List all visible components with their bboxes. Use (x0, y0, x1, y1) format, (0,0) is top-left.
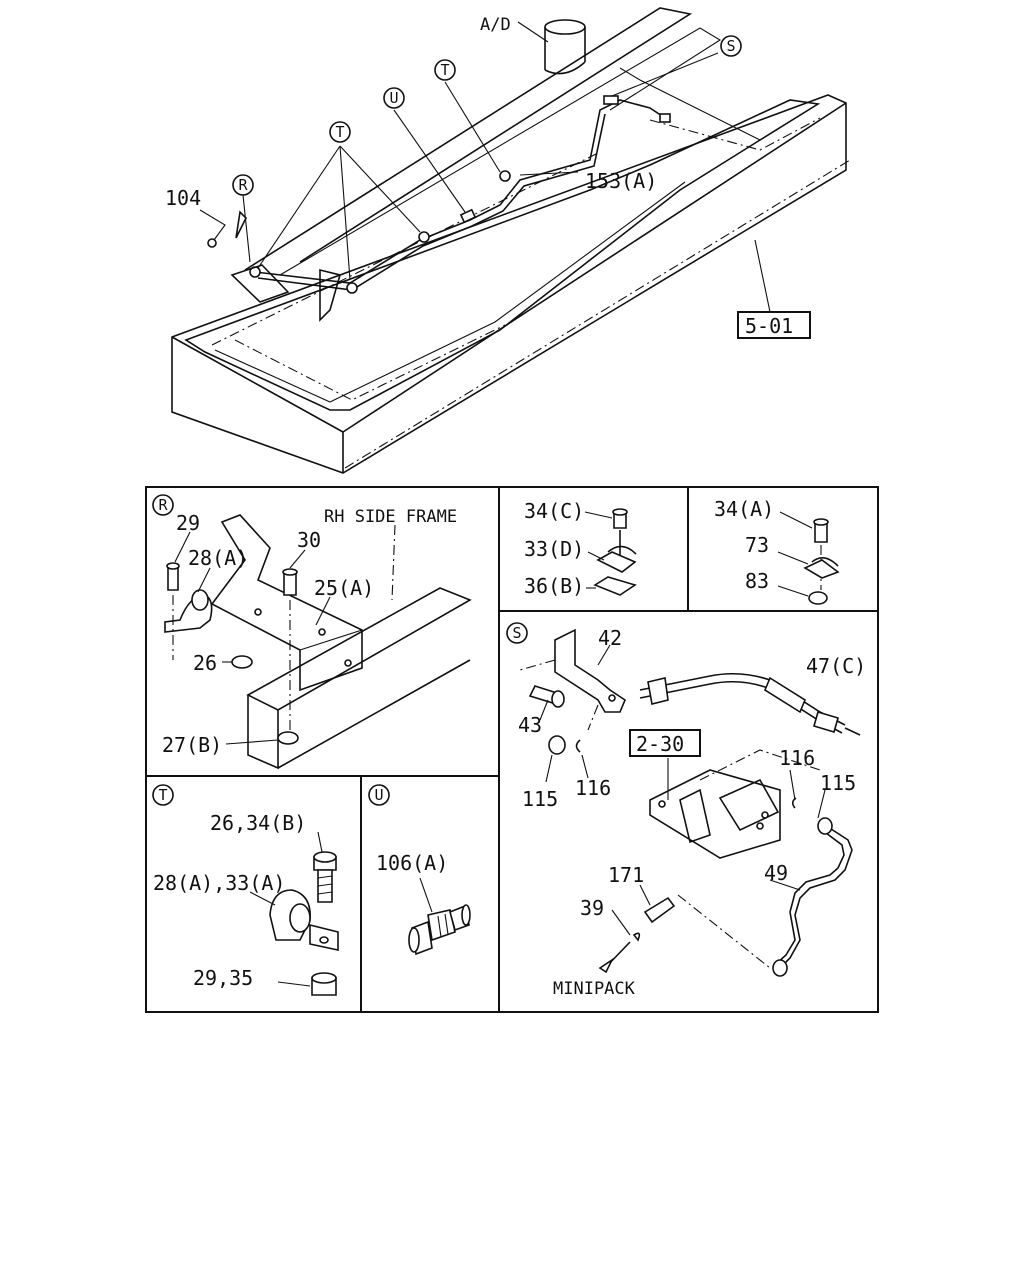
part-label-73: 73 (745, 533, 769, 557)
part-label-42: 42 (598, 626, 622, 650)
panel-U-detail: U (368, 784, 471, 956)
part-label-28A-33A: 28(A),33(A) (153, 871, 285, 895)
panel-S-detail: S (506, 622, 861, 977)
ref-box-5-01 (737, 311, 811, 339)
part-label-47C: 47(C) (806, 654, 866, 678)
part-label-29-35: 29,35 (193, 966, 253, 990)
callout-T-letter: T (440, 61, 449, 79)
part-label-83: 83 (745, 569, 769, 593)
part-label-27B: 27(B) (162, 733, 222, 757)
panel-T-letter: T (158, 786, 167, 804)
part-label-153A: 153(A) (585, 169, 657, 193)
panel-R-detail: R (152, 494, 472, 770)
part-label-115-left: 115 (522, 787, 558, 811)
part-label-26-34B: 26,34(B) (210, 811, 306, 835)
callout-S-letter: S (726, 37, 735, 55)
callout-T-upper: T (434, 59, 456, 81)
panel-R-letter: R (158, 496, 168, 514)
part-label-43: 43 (518, 713, 542, 737)
part-label-116-right: 116 (779, 746, 815, 770)
ad-label: A/D (480, 15, 511, 35)
part-label-36B: 36(B) (524, 574, 584, 598)
panel-S-letter: S (512, 624, 521, 642)
part-label-106A: 106(A) (376, 851, 448, 875)
minipack-label: MINIPACK (553, 979, 636, 999)
panel-U-letter: U (374, 786, 383, 804)
part-label-49: 49 (764, 861, 788, 885)
ref-box-5-01-text: 5-01 (745, 314, 793, 338)
part-label-171: 171 (608, 863, 644, 887)
panel-clip-A-detail (777, 511, 840, 605)
part-label-115-right: 115 (820, 771, 856, 795)
callout-R-main: R (232, 174, 254, 196)
frame-assembly-view (171, 7, 851, 474)
part-label-28A: 28(A) (188, 546, 248, 570)
panel-clip-C-detail (584, 508, 637, 596)
detail-panel-grid (145, 486, 879, 1013)
part-label-34C: 34(C) (524, 499, 584, 523)
callout-U-letter: U (389, 89, 398, 107)
callout-T-letter-2: T (335, 123, 344, 141)
part-label-33D: 33(D) (524, 537, 584, 561)
part-label-30: 30 (297, 528, 321, 552)
callout-U-main: U (383, 87, 405, 109)
part-label-104: 104 (165, 186, 201, 210)
part-label-116-left: 116 (575, 776, 611, 800)
ref-box-2-30 (629, 729, 701, 757)
part-label-25A: 25(A) (314, 576, 374, 600)
callout-S-main: S (720, 35, 742, 57)
callout-R-letter: R (238, 176, 248, 194)
panel-T-detail: T (152, 784, 339, 996)
ref-box-2-30-text: 2-30 (636, 732, 684, 756)
part-label-29: 29 (176, 511, 200, 535)
part-label-39: 39 (580, 896, 604, 920)
callout-T-lower: T (329, 121, 351, 143)
part-label-26: 26 (193, 651, 217, 675)
part-label-34A: 34(A) (714, 497, 774, 521)
rh-side-frame-label: RH SIDE FRAME (324, 507, 457, 527)
